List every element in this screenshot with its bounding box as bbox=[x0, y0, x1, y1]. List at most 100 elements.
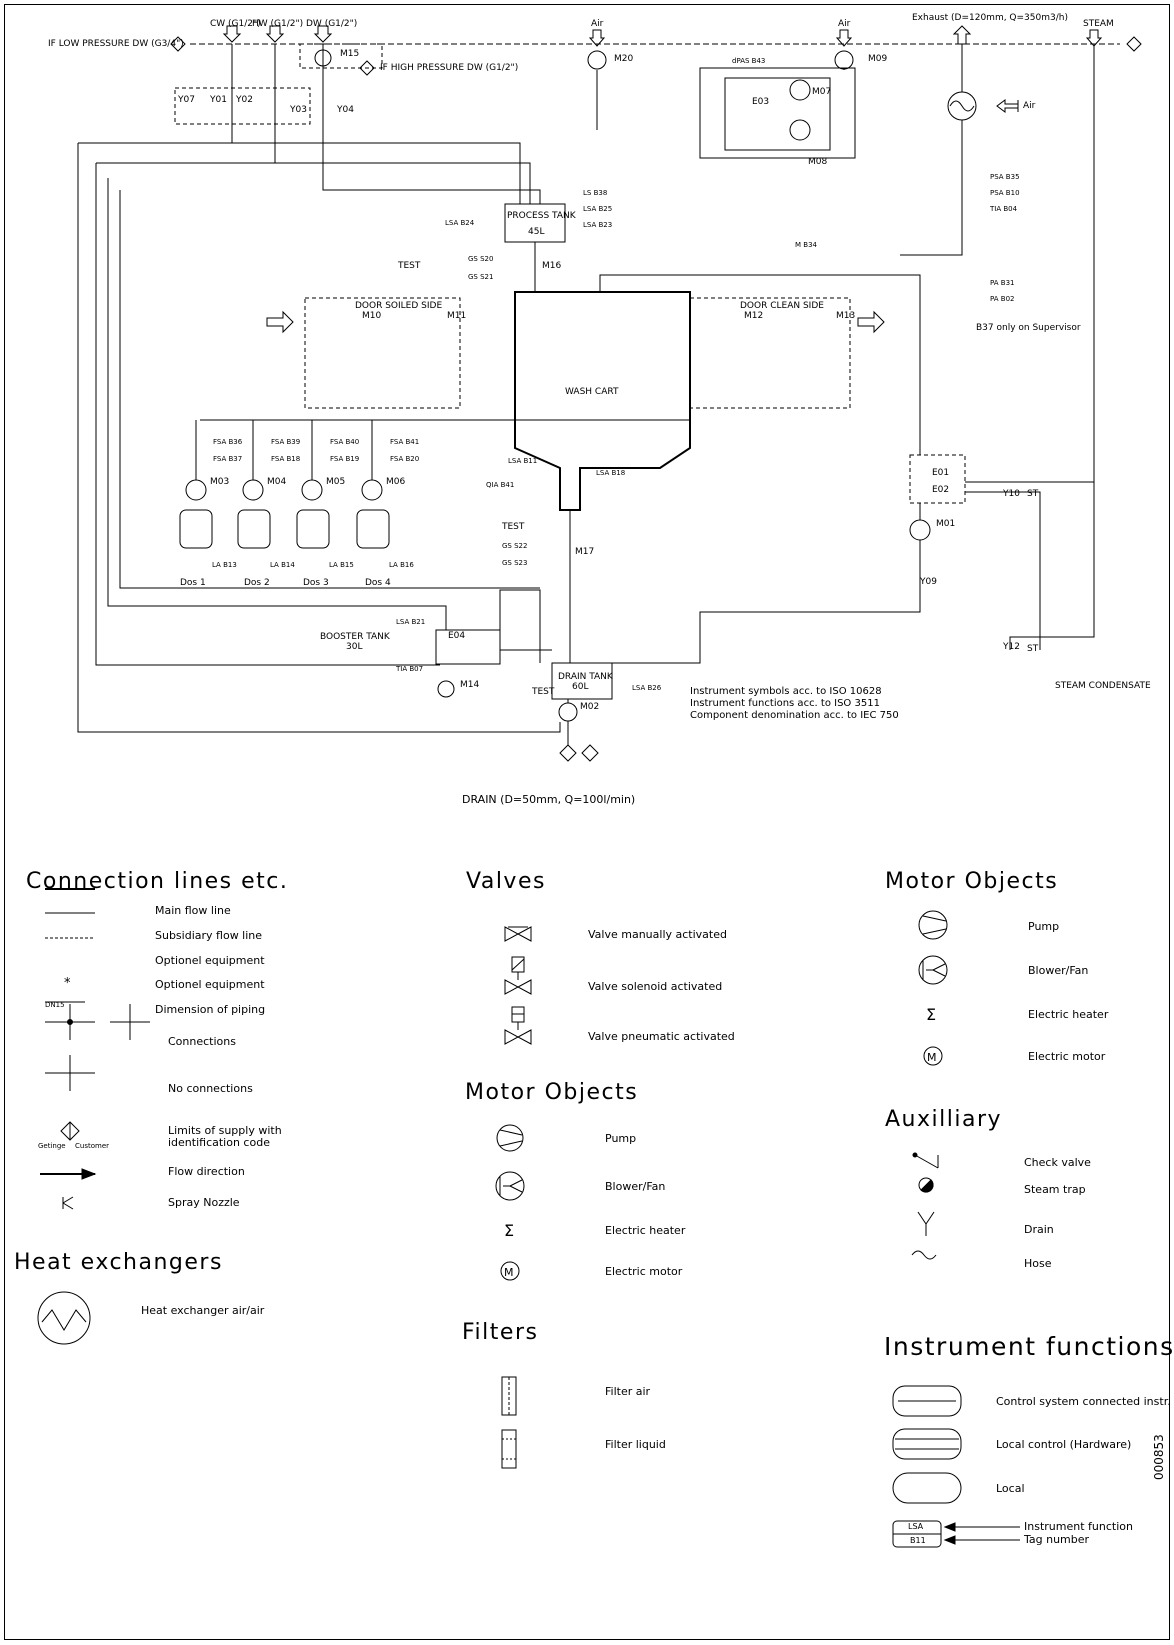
tag-gs-s21: GS S21 bbox=[468, 273, 494, 281]
cw-inlet-arrow bbox=[222, 25, 242, 43]
tag-fsa-b37: FSA B37 bbox=[213, 455, 243, 463]
pump-m02 bbox=[558, 702, 578, 722]
legend-right-pump-symbol bbox=[918, 910, 948, 940]
legend-instr-example-tag: B11 bbox=[910, 1536, 926, 1545]
legend-instr-arrows bbox=[943, 1522, 1020, 1545]
tag-psa-b35: PSA B35 bbox=[990, 173, 1020, 181]
tag-fsa-b39: FSA B39 bbox=[271, 438, 301, 446]
tag-psa-b10: PSA B10 bbox=[990, 189, 1020, 197]
e04-label: E04 bbox=[448, 631, 466, 641]
booster-tank bbox=[435, 629, 501, 665]
process-tank-volume: 45L bbox=[528, 227, 545, 237]
pump-m14 bbox=[437, 680, 455, 698]
air-inlet-arrow-1 bbox=[588, 29, 606, 47]
tag-m15: M15 bbox=[340, 49, 360, 59]
tag-la-b14: LA B14 bbox=[270, 561, 295, 569]
tag-fsa-b36: FSA B36 bbox=[213, 438, 243, 446]
tag-m08: M08 bbox=[808, 157, 828, 167]
tag-m20: M20 bbox=[614, 54, 634, 64]
drain-limit-2 bbox=[581, 744, 599, 762]
tag-pa-b02: PA B02 bbox=[990, 295, 1015, 303]
legend-connection-title: Connection lines etc. bbox=[26, 869, 289, 894]
fan-m07 bbox=[789, 79, 811, 101]
legend-instrument-title: Instrument functions bbox=[884, 1332, 1174, 1361]
legend-valve-manual-symbol bbox=[504, 926, 532, 942]
tag-gs-s20: GS S20 bbox=[468, 255, 494, 263]
legend-instr-example-symbol bbox=[892, 1520, 942, 1548]
cw-label: CW (G1/2") bbox=[210, 19, 261, 29]
tag-ls-b38: LS B38 bbox=[583, 189, 608, 197]
legend-getinge-label: Getinge bbox=[38, 1142, 66, 1150]
pipe-dw bbox=[322, 44, 541, 204]
legend-instr-example-function: LSA bbox=[908, 1522, 924, 1531]
legend-heat-exchanger-symbol bbox=[37, 1291, 91, 1345]
e02-label: E02 bbox=[932, 485, 950, 495]
steam-label: STEAM bbox=[1083, 19, 1114, 29]
tag-m16: M16 bbox=[542, 261, 562, 271]
drain-label: DRAIN (D=50mm, Q=100l/min) bbox=[462, 793, 636, 806]
legend-right-heater-symbol: Σ bbox=[926, 1005, 936, 1024]
pump-m06 bbox=[361, 479, 383, 501]
tag-lsa-b23: LSA B23 bbox=[583, 221, 613, 229]
legend-connection-tee-symbol bbox=[110, 1004, 150, 1040]
tag-y12: Y12 bbox=[1003, 642, 1020, 652]
legend-mid-blower-symbol bbox=[495, 1171, 525, 1201]
tag-m-b34: M B34 bbox=[795, 241, 817, 249]
dw-label: DW (G1/2") bbox=[306, 19, 358, 29]
door-clean-box bbox=[689, 297, 851, 409]
pipe-m01-return bbox=[612, 540, 921, 664]
drain-tank bbox=[551, 662, 613, 700]
booster-tank-label: BOOSTER TANK bbox=[320, 632, 390, 642]
legend-mid-heater-label: Electric heater bbox=[605, 1224, 686, 1237]
legend-right-motor-label: Electric motor bbox=[1028, 1050, 1106, 1063]
pipe-return-4 bbox=[119, 190, 540, 589]
tag-la-b16: LA B16 bbox=[389, 561, 414, 569]
legend-hose-label: Hose bbox=[1024, 1257, 1052, 1270]
legend-steam-trap-symbol bbox=[918, 1177, 934, 1193]
tag-m13: M13 bbox=[836, 311, 856, 321]
fan-m20 bbox=[587, 50, 607, 70]
legend-dimension-label: Dimension of piping bbox=[155, 1003, 266, 1016]
drain-volume-label: 60L bbox=[572, 682, 589, 692]
tag-la-b15: LA B15 bbox=[329, 561, 354, 569]
pump-m04 bbox=[242, 479, 264, 501]
legend-motor-right-title: Motor Objects bbox=[885, 869, 1059, 894]
pipe-condensate bbox=[965, 491, 1041, 650]
door-soiled-box bbox=[304, 297, 461, 409]
pipe-steam bbox=[965, 46, 1095, 483]
tag-st-2: ST bbox=[1027, 644, 1039, 654]
legend-filter-liquid-symbol bbox=[501, 1429, 517, 1469]
legend-heat-air-air-label: Heat exchanger air/air bbox=[141, 1304, 265, 1317]
legend-valve-manual-label: Valve manually activated bbox=[588, 928, 727, 941]
legend-right-pump-label: Pump bbox=[1028, 920, 1060, 933]
door-clean-label: DOOR CLEAN SIDE bbox=[740, 301, 824, 311]
pump-m03 bbox=[185, 479, 207, 501]
note-line-2: Instrument functions acc. to ISO 3511 bbox=[690, 698, 880, 709]
sheet-id: 000853 bbox=[1152, 1434, 1166, 1480]
air-label-2: Air bbox=[838, 19, 851, 29]
legend-connections-label: Connections bbox=[168, 1035, 236, 1048]
supply-limit-hp-dw bbox=[359, 60, 375, 76]
legend-instr-local-label: Local bbox=[996, 1482, 1025, 1495]
high-pressure-dw-label: IF HIGH PRESSURE DW (G1/2") bbox=[380, 63, 519, 73]
tag-m07: M07 bbox=[812, 87, 832, 97]
tag-m09: M09 bbox=[868, 54, 888, 64]
legend-limits-label: Limits of supply with identification cod… bbox=[168, 1124, 282, 1149]
drawing-frame bbox=[4, 4, 1170, 1640]
heat-exchanger-wave bbox=[949, 100, 975, 112]
legend-valve-solenoid-label: Valve solenoid activated bbox=[588, 980, 723, 993]
legend-instr-tag-label: Tag number bbox=[1024, 1533, 1090, 1546]
tag-m02: M02 bbox=[580, 702, 600, 712]
legend-right-heater-label: Electric heater bbox=[1028, 1008, 1109, 1021]
legend-drain-symbol bbox=[917, 1211, 935, 1236]
legend-no-connections-label: No connections bbox=[168, 1082, 253, 1095]
legend-instr-local-symbol bbox=[892, 1472, 962, 1504]
exhaust-label: Exhaust (D=120mm, Q=350m3/h) bbox=[912, 13, 1068, 23]
exhaust-outlet-arrow bbox=[952, 25, 972, 45]
legend-valves-title: Valves bbox=[466, 869, 546, 894]
tag-fsa-b40: FSA B40 bbox=[330, 438, 360, 446]
dryer-unit bbox=[699, 67, 856, 159]
legend-right-motor-symbol: M bbox=[923, 1046, 943, 1066]
legend-limit-symbol bbox=[60, 1121, 80, 1141]
